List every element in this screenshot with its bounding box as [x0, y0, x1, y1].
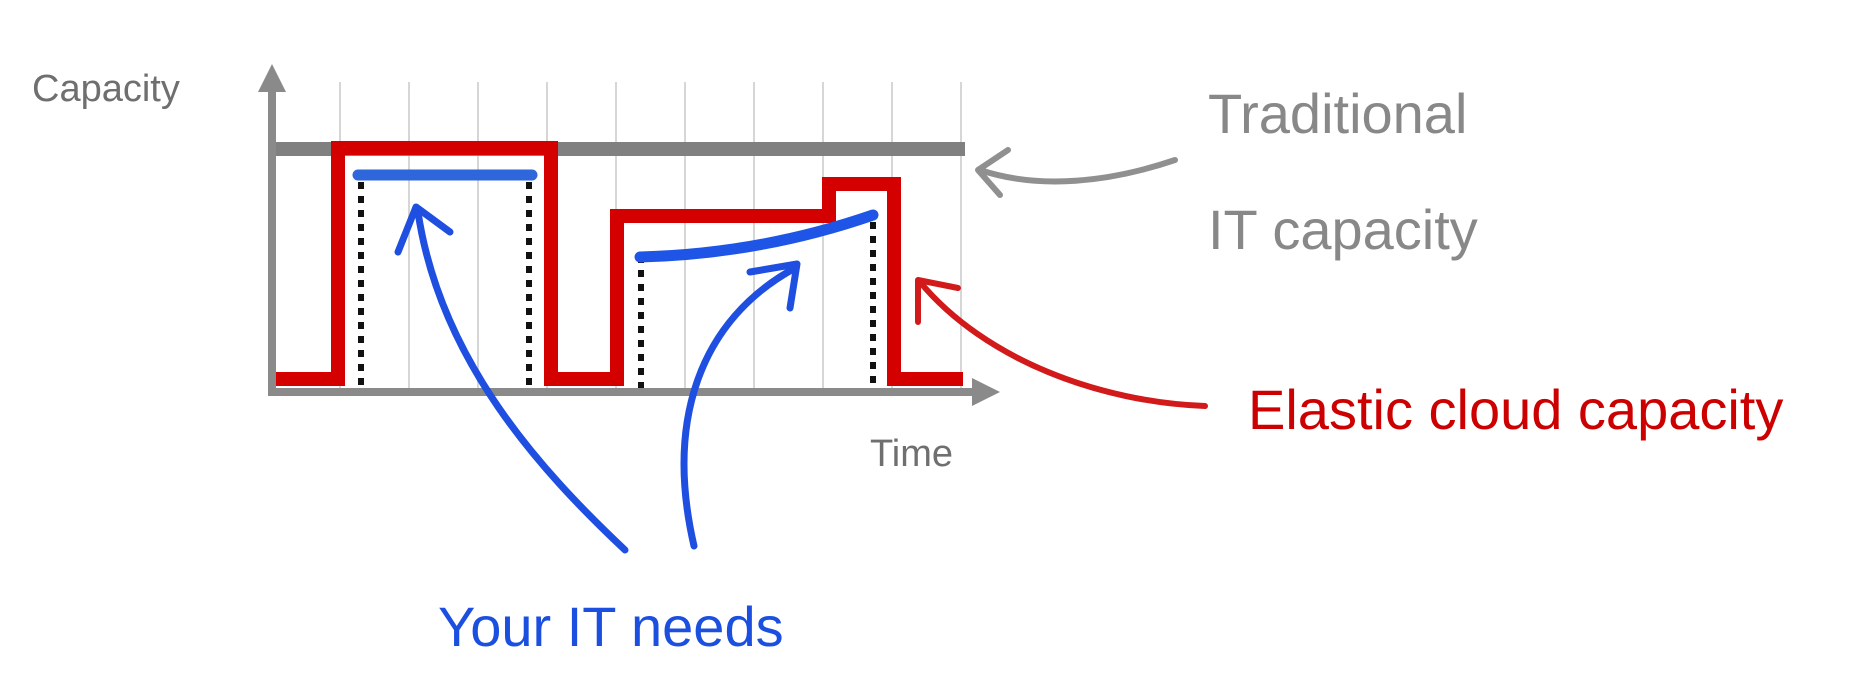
- x-axis-label: Time: [870, 433, 953, 475]
- elastic-arrow-head-icon: [915, 277, 961, 325]
- axes: [258, 64, 1000, 406]
- it-needs-arrows: [394, 203, 801, 554]
- elastic-capacity-line: [272, 141, 963, 386]
- elastic-label: Elastic cloud capacity: [1248, 378, 1783, 441]
- elastic-arrow: [915, 277, 1208, 409]
- need-drop-lines: [358, 182, 876, 388]
- traditional-label-line1: Traditional: [1208, 82, 1467, 145]
- it-needs-arrow-1-head-icon: [394, 203, 454, 256]
- it-needs-segment-2: [634, 209, 879, 263]
- traditional-arrow: [975, 147, 1178, 198]
- grid-lines: [339, 82, 962, 392]
- y-axis-arrow-icon: [258, 64, 286, 92]
- it-needs-label: Your IT needs: [438, 595, 784, 658]
- it-needs-arrow-1: [414, 208, 629, 554]
- traditional-label-line2: IT capacity: [1208, 198, 1478, 261]
- y-axis-label: Capacity: [32, 68, 180, 110]
- traditional-arrow-head-icon: [975, 147, 1011, 198]
- x-axis-arrow-icon: [972, 378, 1000, 406]
- it-needs-arrow-2-head-icon: [746, 260, 801, 312]
- it-needs-arrow-2: [680, 264, 799, 550]
